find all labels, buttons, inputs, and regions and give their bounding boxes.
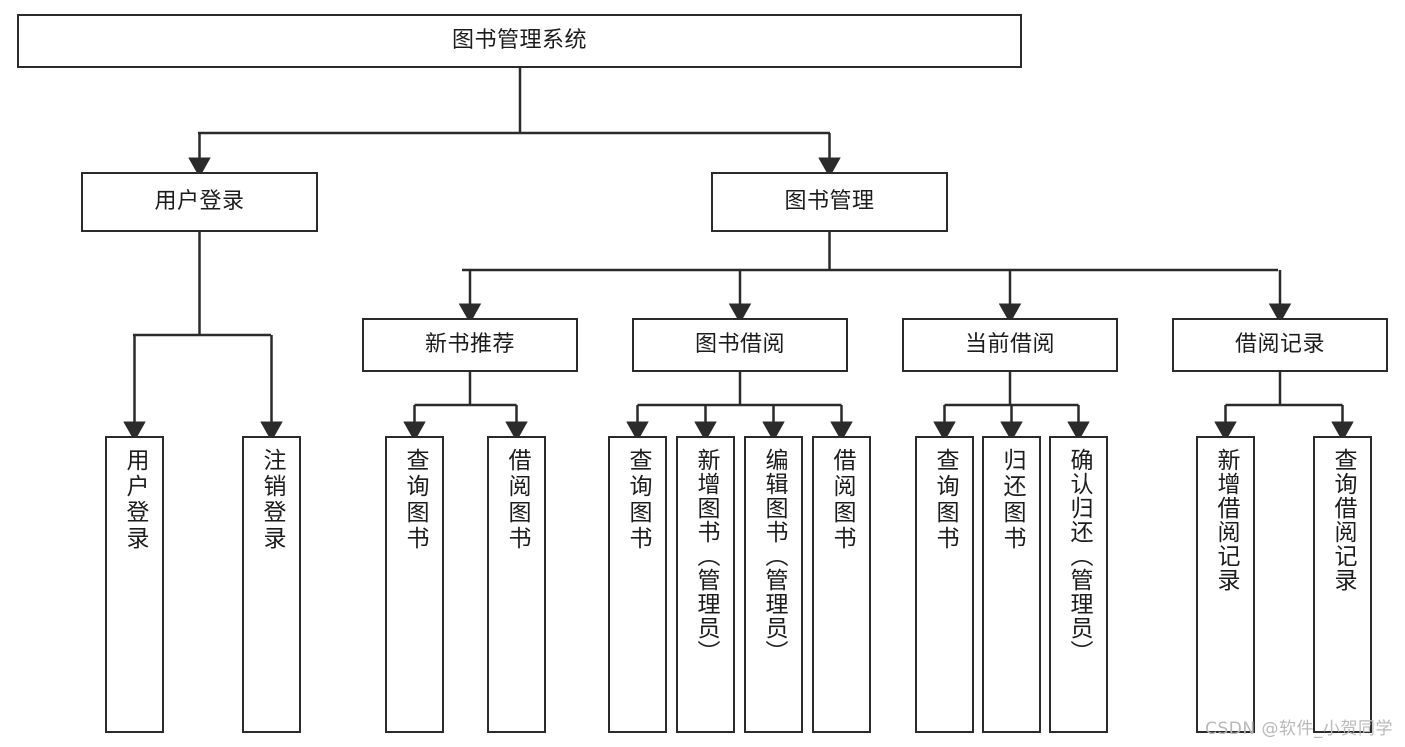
node-book-manage-label: 图书管理 [784,189,875,215]
node-leaf-return-book-label: 归还图书 [999,448,1025,552]
node-book-borrow-label: 图书借阅 [694,332,785,358]
node-leaf-borrow-book-1[interactable]: 借阅图书 [487,436,546,733]
node-new-book-recommend-label: 新书推荐 [424,332,515,358]
node-borrow-record[interactable]: 借阅记录 [1172,318,1388,372]
node-leaf-add-record-label: 新增借阅记录 [1213,448,1239,592]
node-leaf-confirm-return-label: 确认归还（管理员） [1066,448,1092,664]
node-leaf-query-book-2-label: 查询图书 [625,448,651,552]
node-leaf-logout-label: 注销登录 [259,448,285,552]
node-leaf-borrow-book-1-label: 借阅图书 [504,448,530,552]
node-leaf-edit-book[interactable]: 编辑图书（管理员） [744,436,803,733]
watermark-text: CSDN @软件_小贺同学 [1205,719,1393,739]
node-leaf-user-login-label: 用户登录 [122,448,148,552]
node-root-label: 图书管理系统 [451,28,587,54]
node-leaf-query-record[interactable]: 查询借阅记录 [1313,436,1372,733]
node-book-manage[interactable]: 图书管理 [711,172,948,232]
node-new-book-recommend[interactable]: 新书推荐 [362,318,578,372]
node-current-borrow-label: 当前借阅 [964,332,1055,358]
node-borrow-record-label: 借阅记录 [1234,332,1325,358]
node-leaf-query-record-label: 查询借阅记录 [1330,448,1356,592]
node-book-borrow[interactable]: 图书借阅 [632,318,848,372]
node-leaf-query-book-1[interactable]: 查询图书 [385,436,444,733]
node-leaf-logout[interactable]: 注销登录 [242,436,301,733]
node-leaf-add-book-label: 新增图书（管理员） [693,448,719,664]
node-user-login[interactable]: 用户登录 [81,172,318,232]
node-leaf-edit-book-label: 编辑图书（管理员） [761,448,787,664]
node-leaf-query-book-1-label: 查询图书 [402,448,428,552]
node-leaf-user-login[interactable]: 用户登录 [105,436,164,733]
node-current-borrow[interactable]: 当前借阅 [902,318,1118,372]
node-leaf-borrow-book-2-label: 借阅图书 [829,448,855,552]
node-leaf-confirm-return[interactable]: 确认归还（管理员） [1049,436,1108,733]
node-leaf-return-book[interactable]: 归还图书 [982,436,1041,733]
node-leaf-query-book-3-label: 查询图书 [932,448,958,552]
node-leaf-add-book[interactable]: 新增图书（管理员） [676,436,735,733]
node-root[interactable]: 图书管理系统 [17,14,1022,68]
node-leaf-add-record[interactable]: 新增借阅记录 [1196,436,1255,733]
node-leaf-query-book-2[interactable]: 查询图书 [608,436,667,733]
node-user-login-label: 用户登录 [154,189,245,215]
node-leaf-query-book-3[interactable]: 查询图书 [915,436,974,733]
node-leaf-borrow-book-2[interactable]: 借阅图书 [812,436,871,733]
